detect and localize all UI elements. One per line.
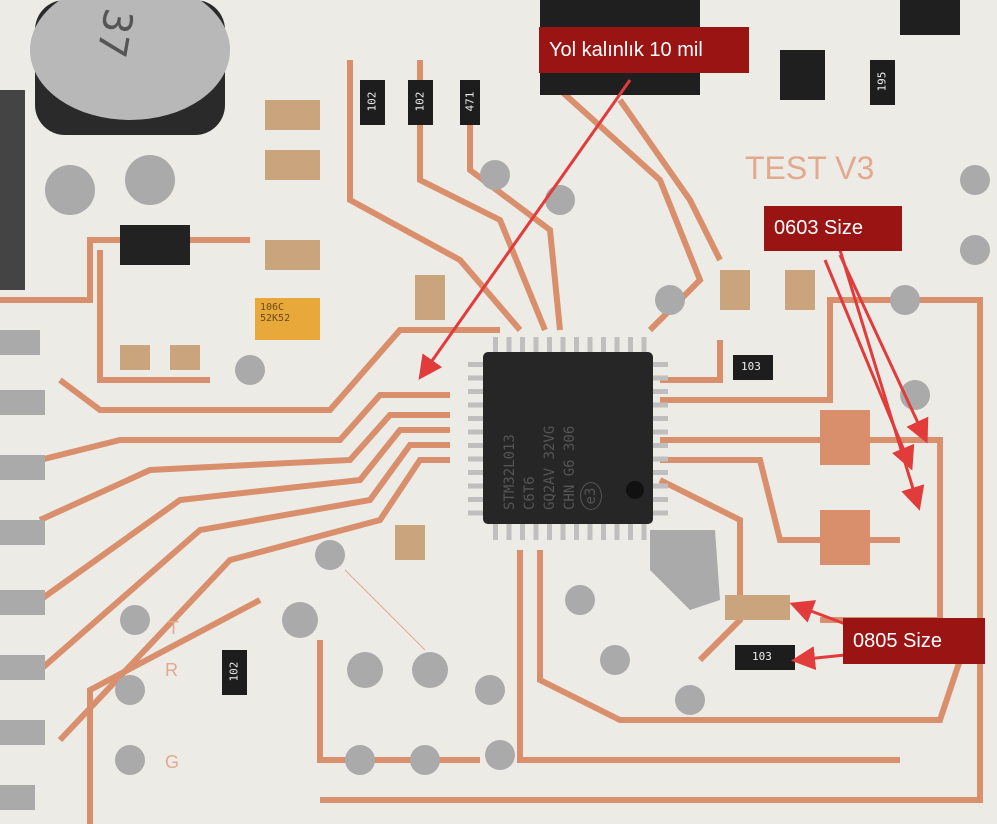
annotation-0805-size: 0805 Size (843, 618, 985, 664)
chip-pin (547, 522, 552, 540)
led-label-t: T (168, 618, 179, 638)
chip-pin (650, 416, 668, 421)
chip-pin (650, 362, 668, 367)
chip-pin (650, 483, 668, 489)
tantalum-label: 106C 52K52 (260, 302, 291, 324)
resistor-label: 471 (463, 91, 477, 112)
chip-pin (650, 497, 668, 502)
chip-pin (587, 522, 593, 540)
tantalum-capacitor (255, 298, 320, 340)
resistor-label: 102 (413, 91, 427, 112)
chip-pin (468, 483, 486, 489)
chip-pin (468, 510, 486, 516)
chip-pin (641, 522, 647, 540)
transistor (120, 225, 190, 265)
resistor-label: 102 (227, 661, 241, 682)
capacitor-label: 37 (87, 5, 141, 61)
chip-pin (468, 443, 486, 448)
chip-pin (650, 389, 668, 394)
chip-pin (468, 389, 486, 394)
chip-pin (468, 375, 486, 381)
chip-pin (574, 337, 579, 355)
chip-pin (614, 337, 620, 355)
chip-pin (506, 337, 512, 355)
chip-pin (533, 522, 539, 540)
chip-pin (520, 522, 525, 540)
chip-line: C6T6 (522, 476, 538, 510)
chip-pin (614, 522, 620, 540)
chip-pin (641, 337, 647, 355)
resistor-label: 103 (741, 360, 761, 373)
chip-pin (650, 375, 668, 381)
resistor-label: 195 (875, 71, 889, 92)
chip-pin (533, 337, 539, 355)
annotation-0603-size: 0603 Size (764, 206, 902, 251)
annotation-trace-width: Yol kalınlık 10 mil (539, 27, 749, 73)
chip-pin (650, 443, 668, 448)
chip-pin (468, 470, 486, 475)
chip-pin (587, 337, 593, 355)
chip-pin (468, 456, 486, 462)
chip-pin (560, 522, 566, 540)
chip-line: GQ2AV 32VG (542, 425, 558, 510)
chip-pin (506, 522, 512, 540)
chip-e3-mark: e3 (580, 482, 602, 510)
chip-pin (574, 522, 579, 540)
chip-pin (601, 337, 606, 355)
solder-pads (0, 155, 990, 810)
capacitors (120, 100, 815, 620)
resistors (222, 60, 895, 695)
chip-pin (493, 522, 498, 540)
chip-pin (468, 362, 486, 367)
chip-marking: STM32L013 C6T6 GQ2AV 32VG CHN G6 306 e3 (500, 370, 640, 510)
chip-line: STM32L013 (502, 434, 518, 510)
led-label-g: G (165, 752, 180, 772)
chip-pin (468, 429, 486, 435)
chip-pin (650, 510, 668, 516)
chip-pin (628, 522, 633, 540)
resistor-label: 102 (365, 91, 379, 112)
chip-pin (650, 429, 668, 435)
chip-pin (547, 337, 552, 355)
board-title: TEST V3 (745, 150, 875, 186)
chip-line: CHN G6 306 (562, 425, 578, 510)
chip-pin (560, 337, 566, 355)
chip-pin (468, 497, 486, 502)
resistor-label: 103 (752, 650, 772, 663)
chip-pin (628, 337, 633, 355)
mcu-chip (483, 352, 653, 524)
chip-pin (520, 337, 525, 355)
annotation-arrows (418, 79, 929, 671)
chip-pin (468, 402, 486, 408)
chip-pins (468, 337, 668, 540)
chip-pin (468, 416, 486, 421)
chip-pin (650, 402, 668, 408)
chip-pin (650, 470, 668, 475)
chip-pin (601, 522, 606, 540)
chip-pin (650, 456, 668, 462)
led-label-r: R (165, 660, 178, 680)
chip-pin (493, 337, 498, 355)
